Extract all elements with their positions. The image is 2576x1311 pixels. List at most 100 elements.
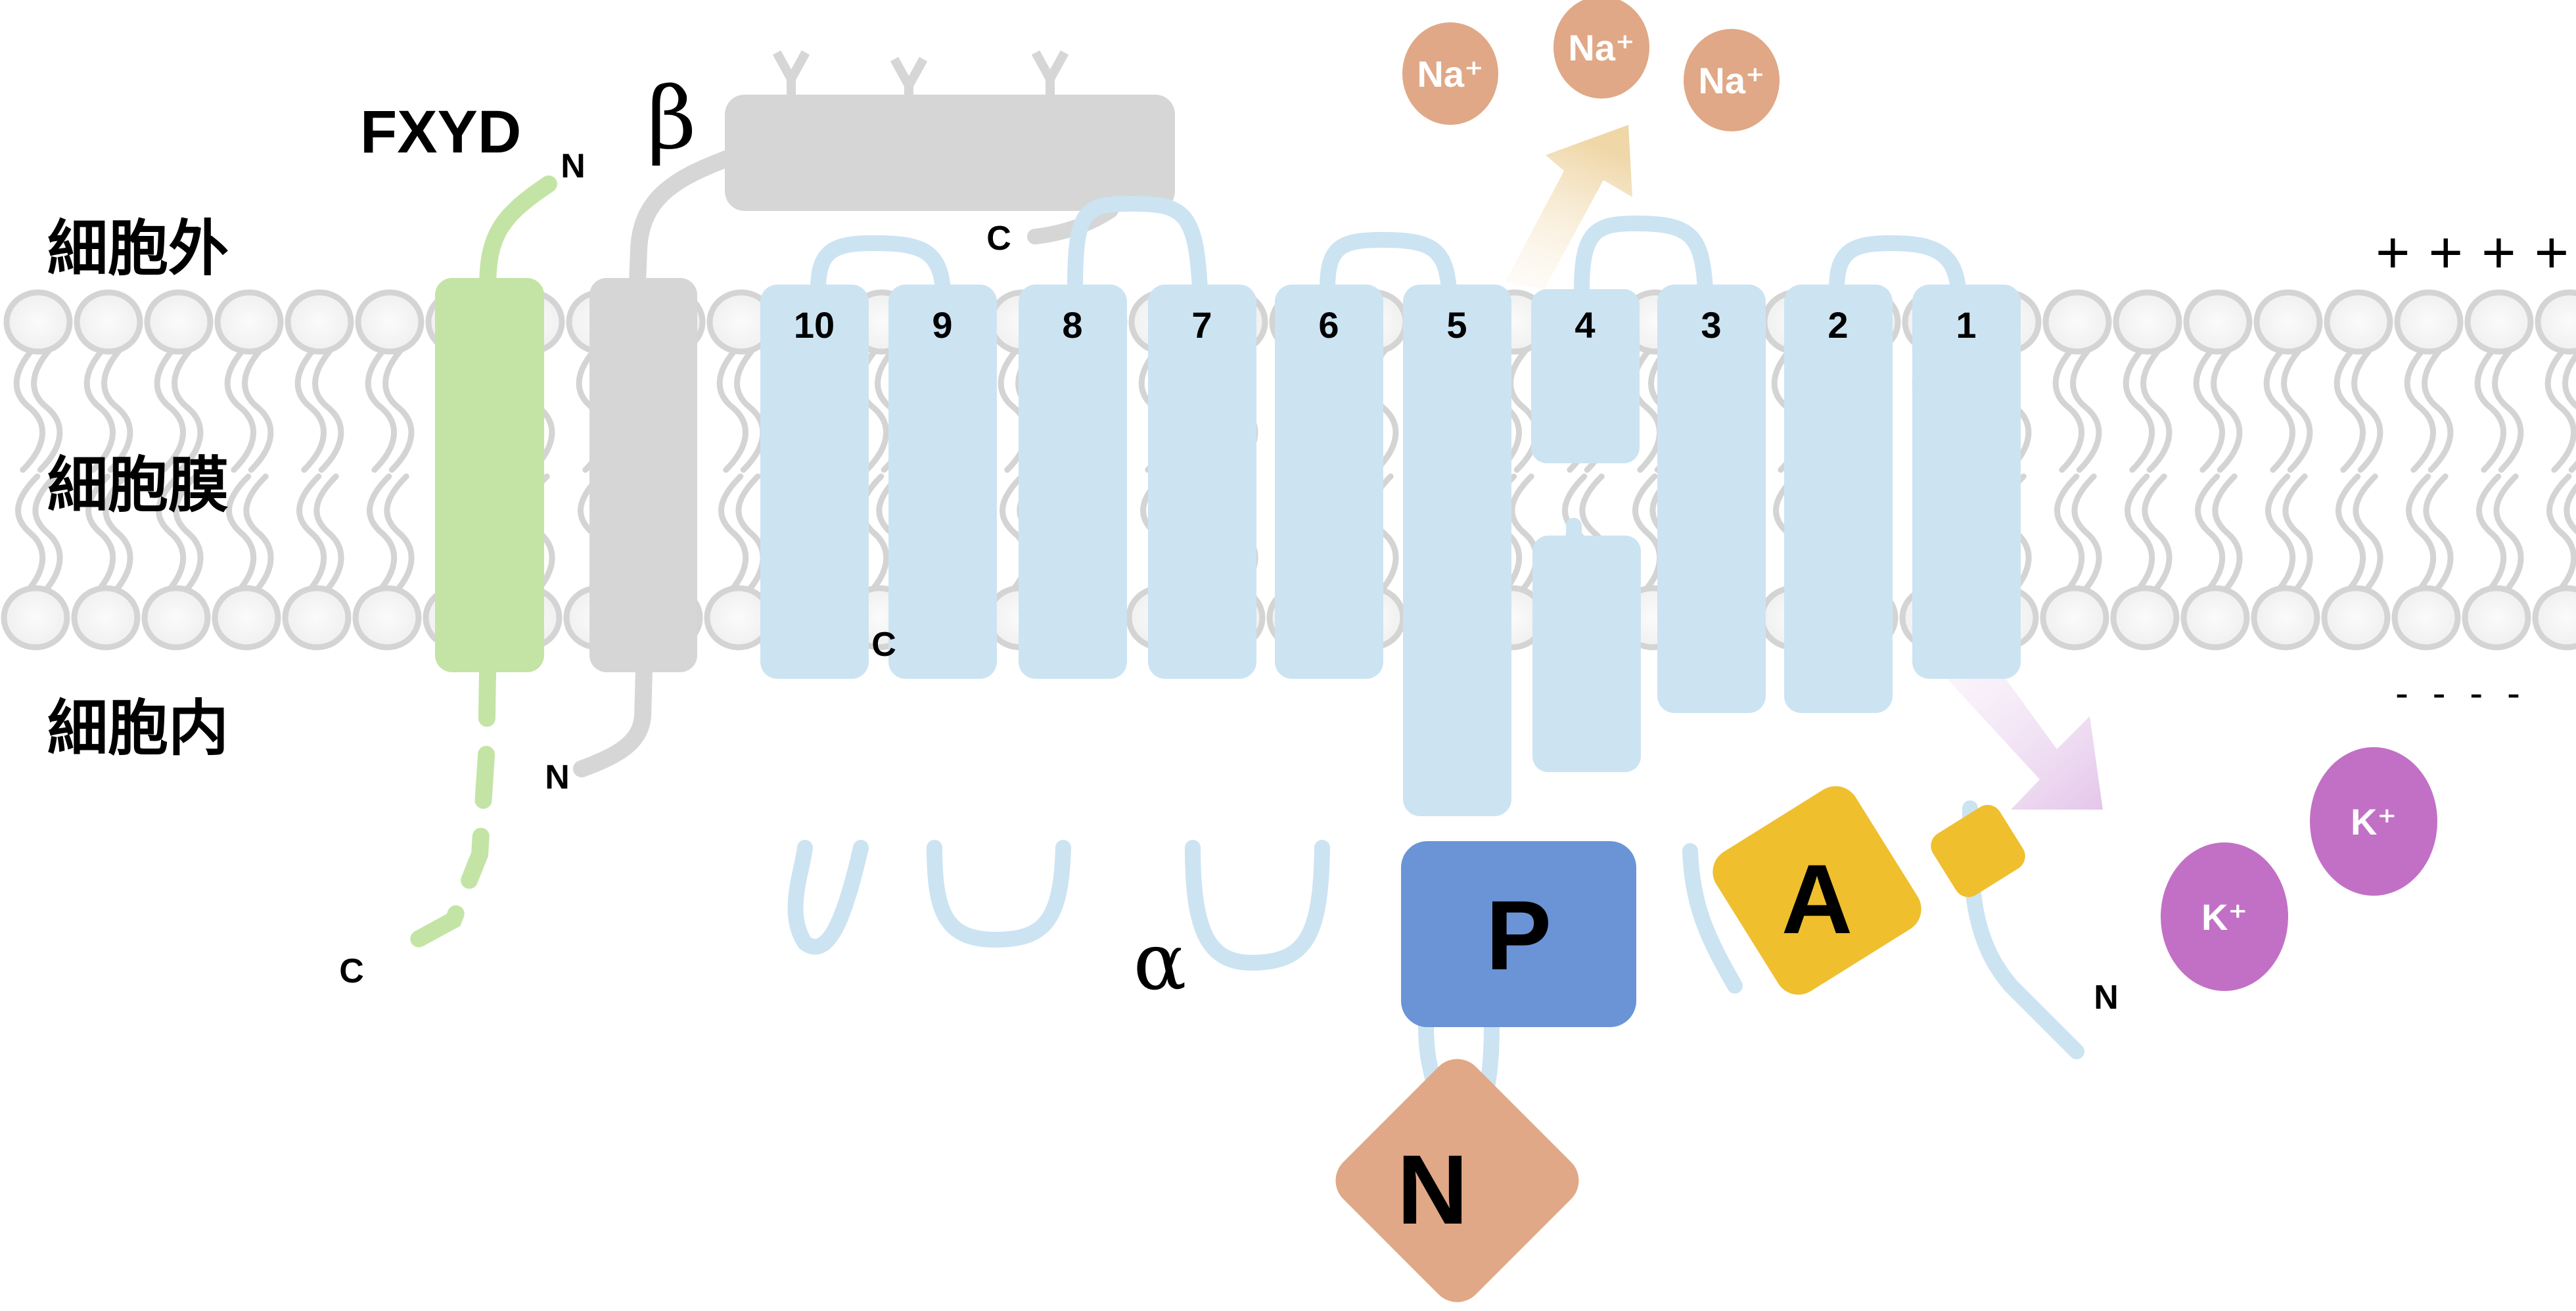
alpha-helix-9: 9	[888, 285, 997, 679]
lipid-head	[2321, 585, 2391, 651]
lipid-tail	[2474, 344, 2506, 473]
alpha-helix-6: 6	[1275, 285, 1383, 679]
loop-8-7	[1067, 195, 1208, 297]
lipid-tail	[101, 344, 133, 473]
helix-number-label: 10	[794, 304, 835, 346]
lipid-head	[214, 289, 284, 355]
alpha-helix-2: 2	[1784, 285, 1893, 713]
lipid-tail	[2071, 473, 2102, 598]
beta-n-terminus: N	[545, 758, 570, 796]
glycan-icon	[772, 50, 810, 95]
fxyd-n-terminus: N	[561, 147, 586, 185]
lipid-tail	[365, 344, 397, 473]
lipid-tail	[312, 344, 344, 473]
lipid-tail	[1632, 473, 1663, 598]
lipid	[2180, 289, 2253, 651]
helix-number-label: 4	[1575, 304, 1595, 346]
helix-body	[1912, 285, 2021, 679]
lipid-tail	[2212, 473, 2243, 598]
helix-number-label: 2	[1828, 304, 1848, 346]
lipid-tail	[224, 344, 256, 473]
glycan-group	[772, 50, 1069, 95]
alpha-helix-3: 3	[1657, 285, 1766, 713]
helix-body	[1275, 285, 1383, 679]
helix-number-label: 9	[932, 304, 952, 346]
lipid-tail	[2052, 344, 2084, 473]
lipid	[704, 289, 776, 651]
lipid-head	[2464, 289, 2534, 355]
loop-9-8-intra	[927, 840, 1071, 948]
beta-subunit	[573, 50, 1175, 777]
lipid-tail	[2423, 473, 2454, 598]
sodium-ion-circle	[1684, 29, 1780, 131]
lipid-head	[2180, 585, 2250, 651]
lipid-tail	[154, 344, 186, 473]
lipid-tail	[173, 473, 204, 598]
alpha-helix-7: 7	[1148, 285, 1256, 679]
lipid-tail	[2281, 344, 2313, 473]
lipid-head	[71, 585, 141, 651]
lipid-tail	[2195, 473, 2226, 598]
loop-4-3	[1574, 215, 1713, 297]
lipid-head	[2042, 289, 2112, 355]
lipid	[2040, 289, 2112, 651]
alpha-c-terminus: C	[871, 626, 896, 664]
p-domain-shape	[1401, 841, 1636, 1027]
beta-stalk	[629, 149, 733, 283]
potassium-ion-circle	[2161, 842, 2288, 991]
lipid-head	[355, 289, 425, 355]
alpha-helix-1: 1	[1912, 285, 2021, 679]
lipid-head	[2253, 289, 2323, 355]
lipid	[2532, 289, 2576, 651]
lipid-tail	[2142, 473, 2173, 598]
p-domain-label: P	[1486, 880, 1552, 990]
potassium-influx-arrow	[1945, 677, 2103, 810]
alpha-label: α	[1133, 917, 1186, 1008]
helix-body	[888, 285, 997, 679]
lipid-head	[2462, 585, 2531, 651]
sodium-ion-label: Na⁺	[1698, 60, 1764, 101]
lipid-tail	[718, 473, 749, 598]
lipid-tail	[242, 344, 274, 473]
fxyd-c-terminus: C	[339, 952, 364, 990]
glycan-icon	[890, 57, 928, 95]
lipid-tail	[2140, 344, 2173, 473]
helix-segment-lower	[1532, 536, 1641, 772]
potassium-ion: K⁺	[2161, 842, 2288, 991]
lipid	[1, 289, 73, 651]
lipid	[2391, 289, 2464, 651]
lipid-tail	[2353, 473, 2383, 598]
helix-body	[1019, 285, 1127, 679]
alpha-helix-5: 5	[1403, 285, 1511, 816]
lipid-tail	[32, 473, 63, 598]
lipid-tail	[367, 473, 398, 598]
potassium-ion: K⁺	[2310, 747, 2437, 896]
n-domain: N	[1335, 1059, 1579, 1302]
lipid-tail	[85, 473, 116, 598]
lipid-tail	[2334, 344, 2366, 473]
lipid-tail	[15, 473, 46, 598]
helix-body	[760, 285, 869, 679]
a-domain: A	[1713, 786, 2025, 995]
lipid-head	[2040, 585, 2109, 651]
lipid-tail	[384, 473, 415, 598]
lipid-tail	[83, 344, 116, 473]
lipid-head	[1, 585, 70, 651]
sodium-efflux-arrow	[1505, 125, 1632, 289]
fxyd-subunit	[384, 175, 557, 961]
beta-label: β	[647, 68, 696, 168]
fxyd-helix	[435, 278, 544, 672]
outside-charge-label: ++++	[2376, 220, 2576, 286]
sodium-ion-circle	[1402, 22, 1498, 125]
lipid-tail	[2263, 344, 2295, 473]
lipid-tail	[382, 344, 415, 473]
loop-7-6-intra	[1185, 840, 1330, 971]
lipid-head	[352, 585, 422, 651]
lipid-tail	[2282, 473, 2313, 598]
lipid-tail	[735, 473, 766, 598]
lipid-tail	[31, 344, 63, 473]
ions: Na⁺Na⁺Na⁺K⁺K⁺	[1402, 0, 2437, 991]
lipid-tail	[2125, 473, 2155, 598]
beta-c-terminus: C	[986, 219, 1011, 258]
